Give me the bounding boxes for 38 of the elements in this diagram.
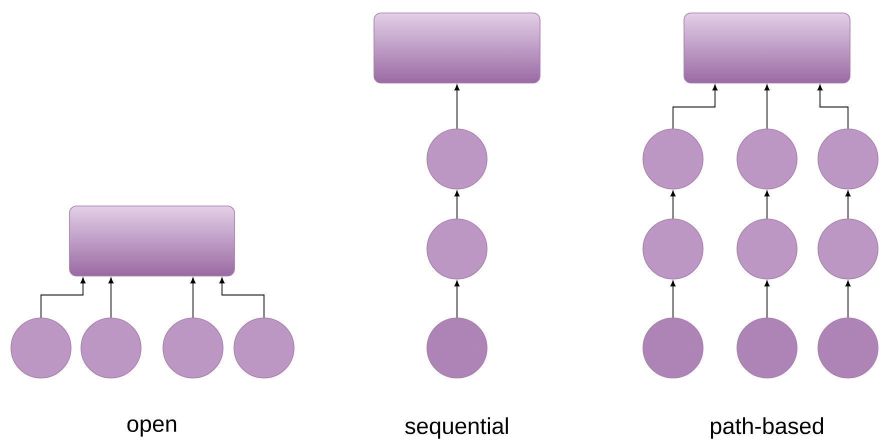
arrow	[454, 84, 460, 130]
arrow	[672, 84, 718, 130]
arrow	[845, 190, 851, 220]
caption: path-based	[710, 417, 824, 439]
circle-node	[818, 318, 878, 378]
arrow	[764, 190, 770, 220]
arrow	[764, 280, 770, 318]
arrow	[845, 280, 851, 318]
arrow	[40, 278, 86, 318]
caption: sequential	[405, 417, 508, 439]
circle-node	[642, 128, 704, 190]
circle-node	[10, 318, 72, 378]
arrow	[764, 84, 770, 130]
circle-node	[162, 318, 224, 378]
circle-node	[736, 128, 798, 190]
circle-node	[818, 128, 878, 190]
circle-node	[426, 128, 488, 190]
caption: open	[127, 419, 176, 437]
circle-node	[642, 318, 704, 378]
circle-node	[426, 318, 488, 378]
circle-node	[642, 218, 704, 280]
arrow	[454, 280, 460, 318]
circle-node	[426, 218, 488, 280]
arrow	[670, 280, 676, 318]
circle-node	[736, 218, 798, 280]
rounded-box	[374, 12, 540, 84]
circle-node	[80, 318, 142, 378]
arrow	[670, 190, 676, 220]
arrow	[454, 190, 460, 220]
arrow	[817, 84, 848, 130]
arrow	[108, 278, 114, 318]
rounded-box	[684, 12, 850, 84]
arrow	[219, 278, 264, 318]
circle-node	[818, 218, 878, 280]
rounded-box	[69, 206, 235, 276]
circle-node	[736, 318, 798, 378]
circle-node	[234, 318, 294, 378]
arrow	[190, 278, 196, 318]
